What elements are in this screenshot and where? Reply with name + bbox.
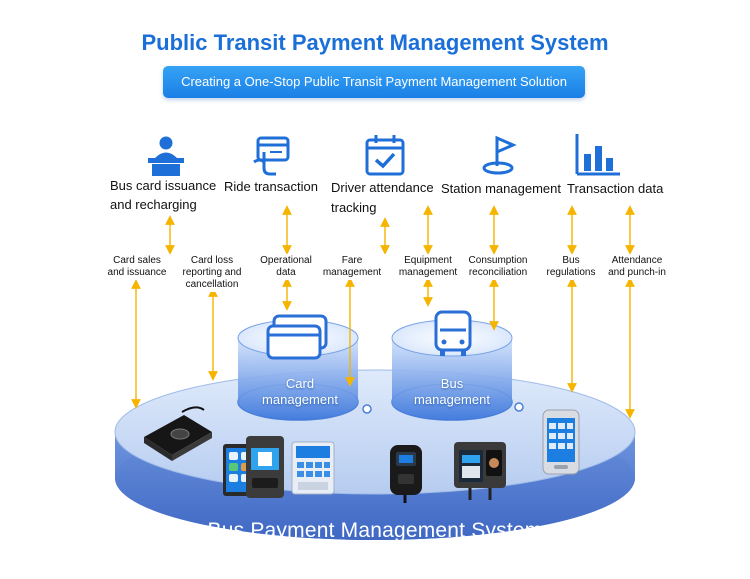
category-station-label: Station management [441, 181, 561, 196]
function-attendance-label: Attendance and punch-in [602, 254, 672, 280]
face-payment-terminal-icon [454, 442, 506, 500]
function-operational-label: Operational data [250, 254, 322, 280]
card-tap-icon [253, 136, 290, 176]
bar-chart-icon [575, 134, 620, 176]
function-equipment-label: Equipment management [393, 254, 463, 280]
cards-icon [266, 314, 328, 360]
page-title: Public Transit Payment Management System [141, 30, 609, 55]
connector-arrows [131, 205, 635, 419]
card-management-label: Card management [262, 376, 338, 407]
category-ride-label: Ride transaction [224, 179, 318, 194]
subtitle-banner: Creating a One-Stop Public Transit Payme… [163, 66, 585, 98]
location-flag-icon [482, 135, 517, 175]
card-reader-icon [144, 406, 212, 461]
platform-label: Bus Payment Management System [207, 519, 543, 542]
function-fare-label: Fare management [318, 254, 386, 280]
bus-icon [434, 310, 472, 356]
dual-screen-terminal-icon [223, 436, 284, 498]
function-consumption-label: Consumption reconciliation [463, 254, 533, 280]
function-card-sales-label: Card sales and issuance [104, 254, 170, 280]
reception-desk-icon [148, 136, 184, 176]
category-driver-label: Driver attendance tracking [331, 180, 434, 215]
category-transaction-label: Transaction data [567, 181, 664, 196]
category-issuance-label: Bus card issuance and recharging [110, 178, 217, 212]
small-validator-icon [390, 445, 422, 503]
bus-management-label: Bus management [414, 376, 490, 407]
calendar-check-icon [365, 135, 405, 176]
qr-validator-icon [291, 441, 335, 495]
bus-management-cylinder [391, 319, 524, 421]
function-regulations-label: Bus regulations [538, 254, 604, 280]
handheld-pos-icon [542, 409, 580, 475]
function-card-loss-label: Card loss reporting and cancellation [176, 254, 248, 292]
